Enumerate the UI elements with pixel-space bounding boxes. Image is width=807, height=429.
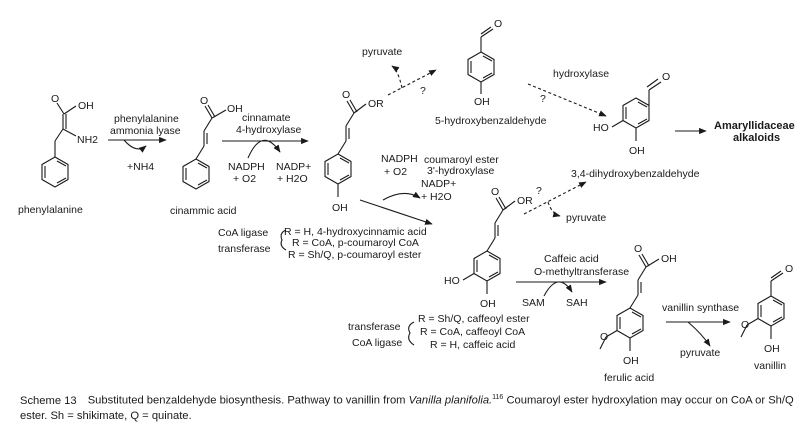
cinnamic-acid-structure: O OH (182, 95, 243, 190)
ferulic-label: ferulic acid (604, 372, 654, 384)
pal-label-1: phenylalanine (114, 113, 179, 125)
question-1: ? (420, 85, 426, 97)
phenylalanine-structure: O OH NH2 (41, 93, 98, 188)
ceh-o2: + O2 (384, 166, 407, 178)
question-2: ? (540, 93, 546, 105)
amaryllidaceae-label-1: Amaryllidaceae (714, 120, 795, 132)
nh4-label: +NH4 (127, 161, 154, 173)
caption-label: Scheme 13 (20, 394, 77, 407)
dihydroxybenzaldehyde-structure: O HO OH (593, 71, 670, 157)
top-r2: R = CoA, p-coumaroyl CoA (292, 237, 419, 249)
top-transferase: transferase (218, 243, 271, 255)
pyruvate-label-2: pyruvate (566, 212, 606, 224)
nadp-label: NADP+ (276, 161, 311, 173)
figure-caption: Scheme 13 Substituted benzaldehyde biosy… (20, 390, 795, 424)
nh4-release-arrow (123, 139, 147, 153)
amaryllidaceae-label-2: alkaloids (733, 132, 780, 144)
atom-o: O (662, 71, 670, 83)
bottom-transferase: transferase (348, 321, 401, 333)
top-r3: R = Sh/Q, p-coumaroyl ester (288, 249, 422, 261)
hydroxybenzaldehyde-structure: O OH (467, 18, 502, 108)
c4h-label-1: cinnamate (242, 112, 291, 124)
c4h-label-2: 4-hydroxylase (236, 124, 302, 136)
atom-oh: OH (480, 298, 496, 310)
atom-ho: HO (593, 122, 609, 134)
dhbz-label: 3,4-dihydroxybenzaldehyde (571, 168, 700, 180)
bottom-coa-ligase: CoA ligase (352, 337, 402, 349)
cinnamic-acid-label: cinammic acid (170, 205, 237, 217)
atom-o: O (342, 89, 350, 101)
pyruvate-release-dash-2 (547, 201, 561, 218)
bottom-r2: R = CoA, caffeoyl CoA (420, 326, 525, 338)
atom-oh: OH (332, 202, 348, 214)
coumaroyl-structure: O OR OH (324, 89, 384, 214)
comt-label-1: Caffeic acid (544, 253, 599, 265)
caption-species: Vanilla planifolia. (408, 394, 493, 407)
pyruvate-release-dash-1 (391, 65, 403, 89)
ceh-nadph: NADPH (381, 153, 418, 165)
sam-label: SAM (522, 297, 545, 309)
nadph-label: NADPH (228, 161, 265, 173)
comt-label-2: O-methyltransferase (534, 266, 629, 278)
sah-label: SAH (566, 297, 588, 309)
top-r1: R = H, 4-hydroxycinnamic acid (284, 226, 427, 238)
caption-ref: 116 (492, 394, 504, 401)
vanillin-structure: O O OH (740, 263, 793, 355)
bottom-r1: R = Sh/Q, caffeoyl ester (418, 313, 530, 325)
atom-o: O (600, 331, 608, 343)
top-coa-ligase: CoA ligase (218, 227, 268, 239)
atom-o: O (634, 243, 642, 255)
ceh-label-2: 3'-hydroxylase (427, 165, 495, 177)
atom-oh: OH (629, 145, 645, 157)
atom-o: O (51, 93, 59, 105)
atom-o: O (785, 263, 793, 275)
atom-o: O (494, 18, 502, 30)
atom-or: OR (517, 195, 533, 207)
atom-oh: OH (661, 253, 677, 265)
caption-text-2: Coumaroyl ester hydroxylation may occur … (20, 394, 794, 422)
ceh-h2o: + H2O (421, 191, 452, 203)
atom-oh: OH (78, 100, 94, 112)
ceh-label-1: coumaroyl ester (424, 154, 499, 166)
atom-or: OR (368, 98, 384, 110)
vanillin-label: vanillin (754, 360, 786, 372)
vs-pyruvate-arrow (687, 321, 711, 347)
c4h-cofactor-arrow (247, 139, 281, 159)
sam-sah-arrow (543, 281, 573, 297)
atom-oh: OH (227, 103, 243, 115)
atom-oh: OH (764, 343, 780, 355)
caption-text-1: Substituted benzaldehyde biosynthesis. P… (87, 394, 406, 407)
ceh-nadp: NADP+ (421, 178, 456, 190)
phenylalanine-label: phenylalanine (18, 204, 83, 216)
h2o-label: + H2O (277, 173, 308, 185)
bottom-brace (408, 321, 415, 346)
pal-label-2: ammonia lyase (110, 125, 181, 137)
atom-ho: HO (444, 275, 460, 287)
dashed-arrow-to-dhbz (523, 181, 587, 215)
ceh-cofactor-arrow (382, 191, 421, 201)
ferulic-acid-structure: O OH O OH (599, 243, 677, 367)
question-3: ? (536, 185, 542, 197)
atom-o: O (491, 186, 499, 198)
vs-label: vanillin synthase (662, 302, 739, 314)
hbz-label: 5-hydroxybenzaldehyde (435, 115, 547, 127)
o2-label: + O2 (233, 173, 256, 185)
bottom-r3: R = H, caffeic acid (430, 339, 515, 351)
atom-oh: OH (623, 355, 639, 367)
atom-nh2: NH2 (77, 134, 98, 146)
atom-o: O (741, 319, 749, 331)
top-brace (280, 229, 287, 251)
biosynthesis-scheme: O OH NH2 phenylalanine phenylalanine amm… (18, 18, 795, 384)
ceh-arrow (359, 199, 433, 225)
caffeoyl-structure: O OR HO OH (444, 186, 533, 310)
pyruvate-label-3: pyruvate (680, 347, 720, 359)
atom-o: O (200, 95, 208, 107)
dashed-arrow-to-hbz (387, 69, 437, 96)
atom-oh: OH (474, 96, 490, 108)
hydroxylase-label: hydroxylase (553, 68, 609, 80)
pyruvate-label-1: pyruvate (362, 46, 402, 58)
